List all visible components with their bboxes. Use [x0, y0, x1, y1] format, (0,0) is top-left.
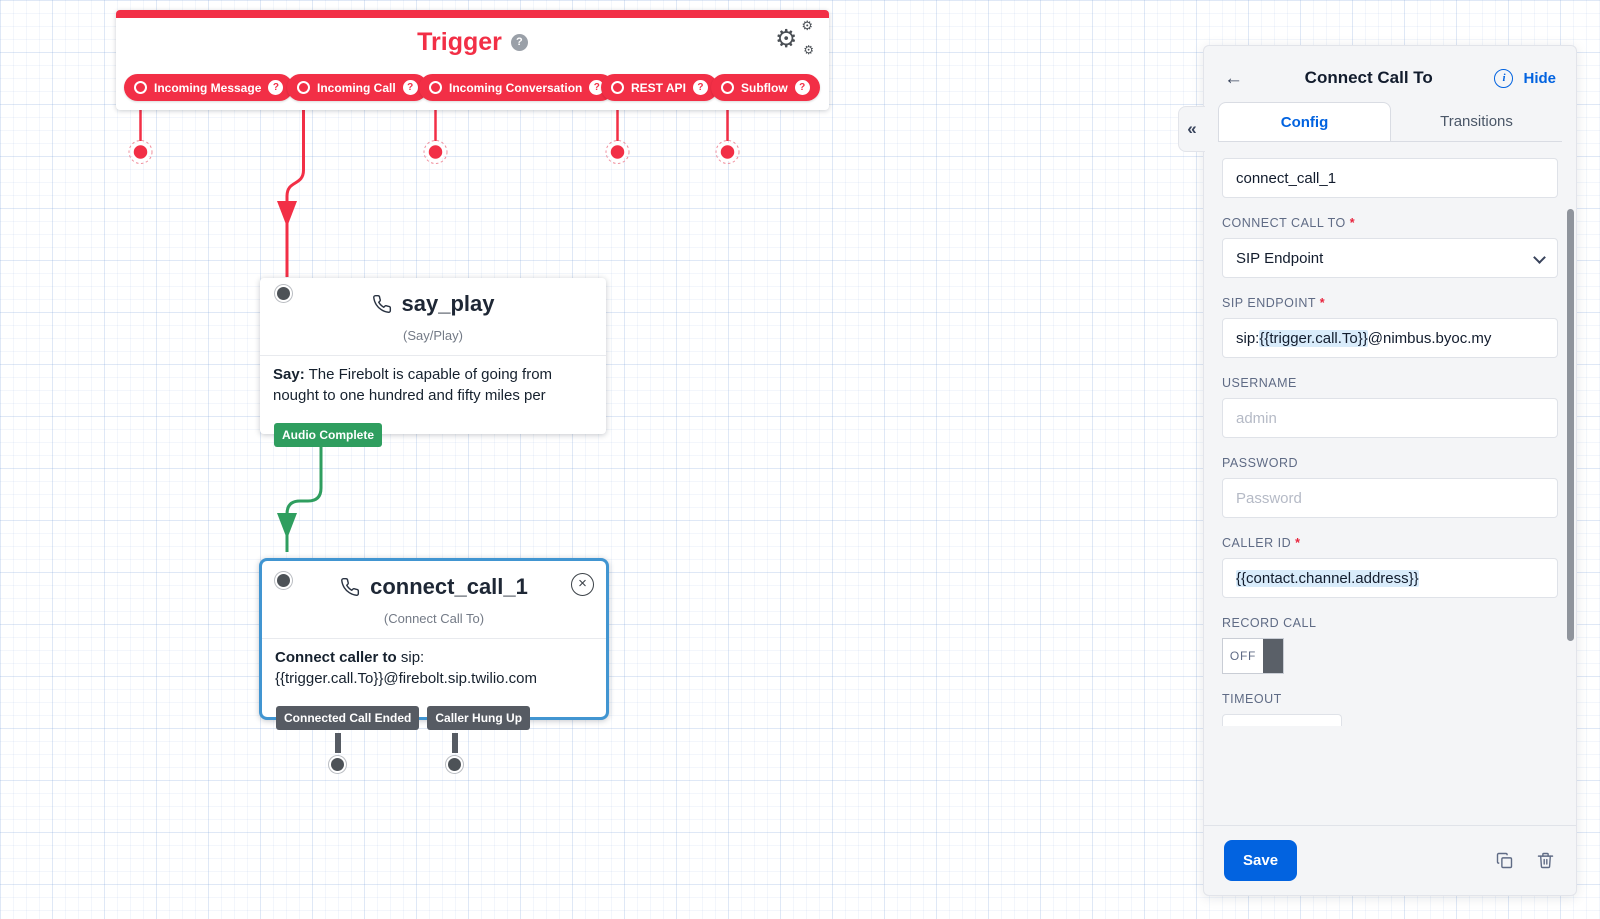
connection-circle-icon	[297, 81, 310, 94]
panel-title: Connect Call To	[1304, 68, 1433, 87]
widget-type-label: (Connect Call To)	[262, 602, 606, 639]
widget-say-play[interactable]: say_play (Say/Play) Say: The Firebolt is…	[260, 278, 606, 447]
help-icon[interactable]: ?	[510, 33, 528, 51]
trigger-pill-incoming-call[interactable]: Incoming Call ?	[287, 74, 428, 101]
hide-link[interactable]: Hide	[1523, 69, 1556, 87]
info-icon[interactable]: i	[1494, 68, 1514, 88]
timeout-input[interactable]	[1222, 714, 1342, 726]
caller-id-label: CALLER ID *	[1222, 536, 1301, 550]
connection-circle-icon	[134, 81, 147, 94]
username-input[interactable]	[1222, 398, 1558, 438]
password-input[interactable]	[1222, 478, 1558, 518]
tab-config[interactable]: Config	[1218, 102, 1391, 141]
record-call-toggle[interactable]: OFF	[1222, 638, 1284, 674]
transition-tag-caller-hung-up[interactable]: Caller Hung Up	[427, 706, 531, 730]
panel-scrollbar[interactable]	[1567, 209, 1574, 641]
sip-endpoint-input[interactable]: sip: {{trigger.call.To}}@nimbus.byoc.my	[1222, 318, 1558, 358]
input-connection-dot[interactable]	[275, 572, 292, 589]
pill-label: Incoming Message	[154, 80, 262, 95]
widget-name-input[interactable]	[1222, 158, 1558, 198]
toggle-knob	[1263, 639, 1283, 673]
connect-call-to-select[interactable]: SIP Endpoint	[1222, 238, 1558, 278]
caller-id-input[interactable]: {{contact.channel.address}}	[1222, 558, 1558, 598]
phone-icon	[341, 577, 360, 596]
record-call-label: RECORD CALL	[1222, 616, 1317, 630]
trigger-pill-incoming-conversation[interactable]: Incoming Conversation ?	[419, 74, 615, 101]
connection-circle-icon	[429, 81, 442, 94]
trigger-pill-rest-api[interactable]: REST API ?	[601, 74, 718, 101]
phone-icon	[372, 294, 391, 313]
timeout-label: TIMEOUT	[1222, 692, 1282, 706]
collapse-panel-button[interactable]: «	[1178, 106, 1205, 152]
trigger-accent-bar	[116, 10, 829, 18]
help-icon[interactable]: ?	[794, 80, 810, 95]
close-icon[interactable]: ×	[571, 573, 594, 596]
save-button[interactable]: Save	[1224, 840, 1298, 881]
transition-tag-audio-complete[interactable]: Audio Complete	[274, 423, 382, 447]
widget-type-label: (Say/Play)	[260, 319, 606, 356]
pill-label: REST API	[631, 80, 686, 95]
pill-label: Incoming Call	[317, 80, 396, 95]
trigger-title: Trigger	[417, 27, 502, 56]
gear-icon[interactable]: ⚙ ⚙ ⚙	[775, 19, 814, 57]
transition-tag-connected-call-ended[interactable]: Connected Call Ended	[276, 706, 420, 730]
config-panel: « ← Connect Call To i Hide Config Transi…	[1178, 45, 1577, 896]
help-icon[interactable]: ?	[692, 80, 708, 95]
widget-name: connect_call_1	[370, 574, 528, 599]
widget-name: say_play	[401, 291, 495, 316]
output-connection-dot[interactable]	[446, 756, 463, 773]
output-connection-dot[interactable]	[329, 756, 346, 773]
widget-body: Say: The Firebolt is capable of going fr…	[273, 366, 553, 404]
back-icon[interactable]: ←	[1224, 67, 1243, 89]
widget-body: Connect caller to sip: {{trigger.call.To…	[275, 649, 538, 687]
username-label: USERNAME	[1222, 376, 1297, 390]
liquid-token: {{trigger.call.To}}	[1259, 329, 1368, 347]
connection-circle-icon	[611, 81, 624, 94]
help-icon[interactable]: ?	[402, 80, 418, 95]
sip-endpoint-label: SIP ENDPOINT *	[1222, 296, 1326, 310]
tab-transitions[interactable]: Transitions	[1440, 113, 1513, 130]
connector-lines	[128, 101, 740, 753]
connect-call-to-label: CONNECT CALL TO *	[1222, 216, 1356, 230]
trigger-pill-incoming-message[interactable]: Incoming Message ?	[124, 74, 294, 101]
copy-icon[interactable]	[1494, 850, 1515, 871]
password-label: PASSWORD	[1222, 456, 1298, 470]
help-icon[interactable]: ?	[589, 80, 605, 95]
pill-label: Subflow	[741, 80, 788, 95]
connection-circle-icon	[721, 81, 734, 94]
help-icon[interactable]: ?	[268, 80, 284, 95]
input-connection-dot[interactable]	[275, 285, 292, 302]
pill-label: Incoming Conversation	[449, 80, 583, 95]
trigger-pill-subflow[interactable]: Subflow ?	[711, 74, 820, 101]
liquid-token: {{contact.channel.address}}	[1236, 569, 1419, 587]
trash-icon[interactable]	[1535, 850, 1556, 871]
widget-connect-call[interactable]: × connect_call_1 (Connect Call To) Conne…	[259, 558, 609, 730]
chevron-down-icon	[1533, 251, 1546, 264]
